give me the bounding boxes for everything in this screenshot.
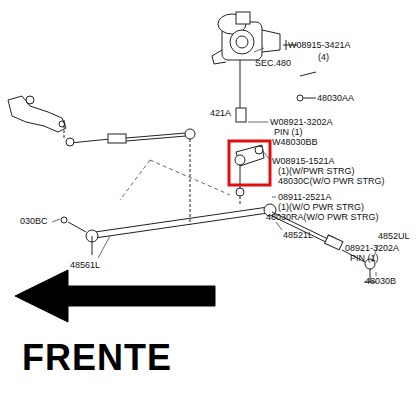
knuckle-arm <box>8 96 66 132</box>
part-number: W08915-1521A <box>272 156 335 166</box>
highlight-box <box>229 141 270 185</box>
part-number: W48030BB <box>272 137 318 147</box>
part-number: W08915-3421A <box>288 40 351 50</box>
tie-rod-left <box>64 120 195 146</box>
part-number: (1)(W/O PWR STRG) <box>278 202 364 212</box>
leader-lines <box>52 48 378 276</box>
part-number: (1)(W/PWR STRG) <box>278 166 355 176</box>
part-number: (4) <box>318 52 329 62</box>
pitman-arm <box>235 145 264 196</box>
part-number: 48030AA <box>317 93 354 103</box>
part-number: W08921-3202A <box>270 117 333 127</box>
center-link <box>61 139 276 255</box>
part-number: 48030RA(W/O PWR STRG) <box>266 212 379 222</box>
part-number: 48030C(W/O PWR STRG) <box>278 176 385 186</box>
part-number: 08911-2521A <box>278 192 331 202</box>
direction-label: FRENTE <box>22 338 172 378</box>
part-number: SEC.480 <box>255 58 291 68</box>
part-number: 48521L <box>283 230 313 240</box>
part-number: PIN (1) <box>274 127 303 137</box>
part-number: 030BC <box>20 216 48 226</box>
front-arrow <box>15 270 215 322</box>
part-number: 48030B <box>365 276 396 286</box>
part-number: 4852UL <box>378 231 410 241</box>
part-number: 421A <box>210 108 231 118</box>
part-number: 08921-3202A <box>345 243 399 253</box>
part-number: PIN (1) <box>350 253 379 263</box>
part-number: 48561L <box>70 260 100 270</box>
